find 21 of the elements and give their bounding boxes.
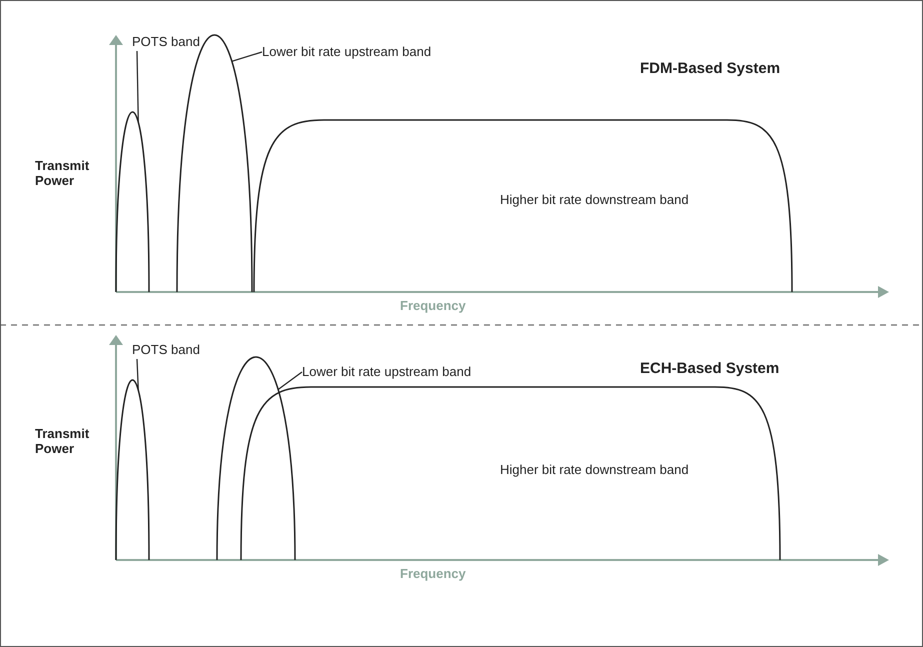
band-label: POTS band <box>132 342 200 357</box>
band-label: Lower bit rate upstream band <box>302 364 472 379</box>
band-label: POTS band <box>132 34 200 49</box>
axis-label: Transmit Power <box>35 158 90 188</box>
axis-label: Frequency <box>400 298 466 313</box>
spectrum-curve <box>216 357 296 560</box>
leader-line <box>278 372 302 390</box>
axis-label: Transmit Power <box>35 426 90 456</box>
band-label: Lower bit rate upstream band <box>262 44 432 59</box>
band-label: Higher bit rate downstream band <box>500 462 689 477</box>
spectrum-band <box>241 387 780 560</box>
panel-title: FDM-Based System <box>640 60 780 77</box>
band-label: Higher bit rate downstream band <box>500 192 689 207</box>
spectrum-curve <box>115 380 150 560</box>
axis-label: Frequency <box>400 566 466 581</box>
spectrum-band <box>254 120 792 292</box>
leader-line <box>232 51 262 62</box>
panel-title: ECH-Based System <box>640 360 780 377</box>
spectrum-curve <box>115 112 150 292</box>
leader-line <box>136 358 139 390</box>
leader-line <box>136 50 139 122</box>
